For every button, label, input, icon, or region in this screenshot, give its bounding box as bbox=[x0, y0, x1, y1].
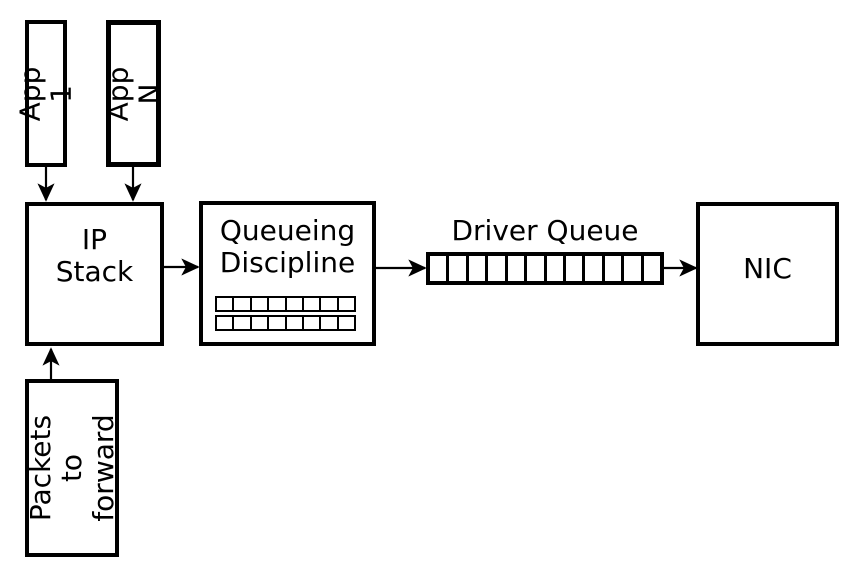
qdisc-queue-cell bbox=[217, 317, 235, 329]
driver-queue-cell bbox=[546, 256, 566, 281]
driver-queue-cell bbox=[449, 256, 469, 281]
node-driver-queue bbox=[426, 252, 664, 285]
driver-queue-cell bbox=[468, 256, 489, 281]
qdisc-queue-cell bbox=[217, 298, 235, 310]
qdisc-queue-cell bbox=[286, 298, 304, 310]
qdisc-queue-cell bbox=[251, 298, 270, 310]
node-nic-label: NIC bbox=[743, 252, 792, 285]
node-ip-stack: IP Stack bbox=[25, 202, 164, 346]
driver-queue-cell bbox=[565, 256, 586, 281]
driver-queue-cell bbox=[488, 256, 508, 281]
driver-queue-cell bbox=[643, 256, 661, 281]
qdisc-queue-cell bbox=[321, 317, 339, 329]
qdisc-queue-cell bbox=[269, 317, 287, 329]
driver-queue-cell bbox=[507, 256, 528, 281]
node-qdisc: Queueing Discipline bbox=[199, 201, 376, 346]
driver-queue-cell bbox=[624, 256, 644, 281]
node-app1-label: App 1 bbox=[13, 66, 78, 121]
qdisc-queue-row-1 bbox=[215, 296, 356, 312]
node-packets-to-forward: Packets to forward bbox=[23, 379, 120, 557]
qdisc-queue-cell bbox=[234, 317, 252, 329]
qdisc-queue-cell bbox=[251, 317, 270, 329]
node-qdisc-label: Queueing Discipline bbox=[219, 214, 356, 279]
qdisc-queue-cell bbox=[234, 298, 252, 310]
node-ip-stack-label: IP Stack bbox=[55, 223, 134, 288]
driver-queue-cell bbox=[585, 256, 605, 281]
qdisc-queue-cell bbox=[269, 298, 287, 310]
node-appN-label: App N bbox=[101, 66, 166, 121]
node-app1: App 1 bbox=[14, 20, 78, 167]
qdisc-queue-cell bbox=[338, 317, 354, 329]
driver-queue-cell bbox=[604, 256, 625, 281]
qdisc-queue-cell bbox=[321, 298, 339, 310]
qdisc-queue-cell bbox=[338, 298, 354, 310]
qdisc-queue-cell bbox=[303, 317, 322, 329]
qdisc-queue-cell bbox=[303, 298, 322, 310]
qdisc-queue-row-2 bbox=[215, 315, 356, 331]
qdisc-queue-cell bbox=[286, 317, 304, 329]
node-appN: App N bbox=[101, 20, 166, 167]
driver-queue-cell bbox=[430, 256, 450, 281]
node-packets-to-forward-label: Packets to forward bbox=[23, 414, 120, 522]
node-nic: NIC bbox=[696, 202, 839, 346]
driver-queue-cell bbox=[527, 256, 547, 281]
driver-queue-title: Driver Queue bbox=[451, 214, 639, 247]
